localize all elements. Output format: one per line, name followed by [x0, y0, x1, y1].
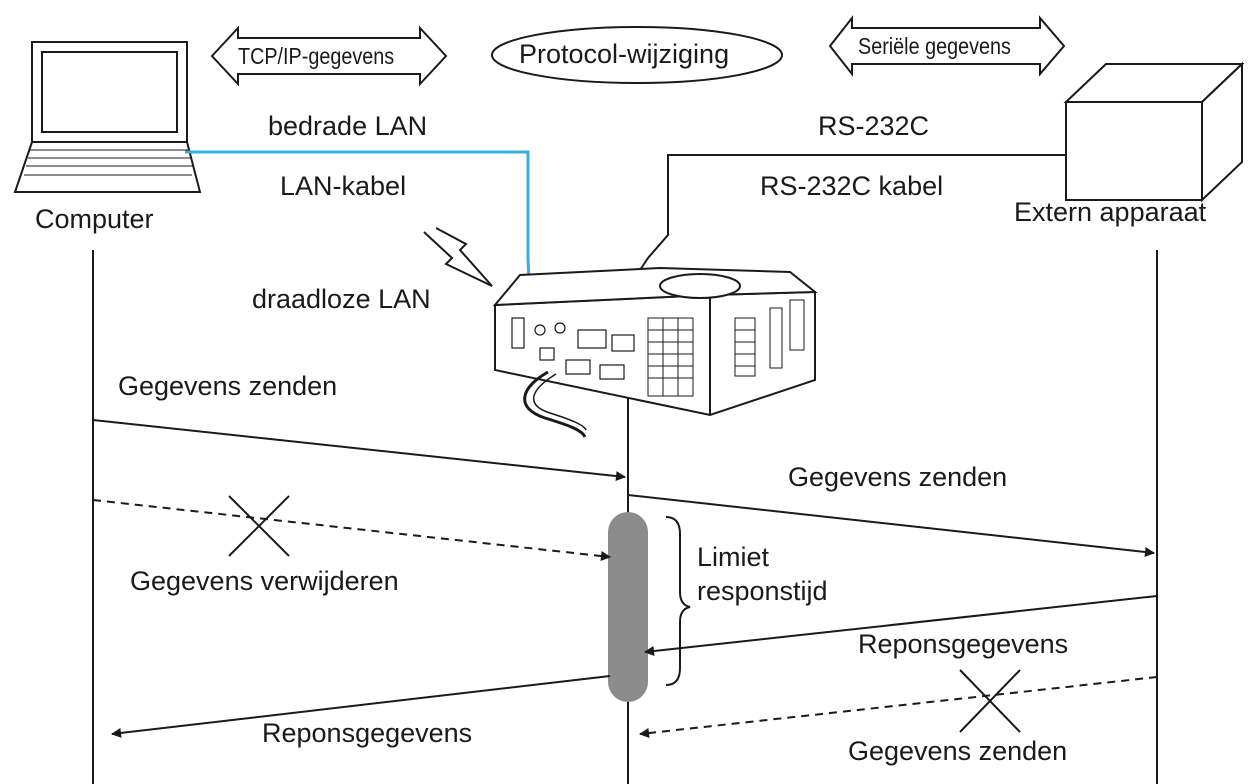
wireless-lan-label: draadloze LAN — [252, 284, 431, 314]
tcpip-data-label: TCP/IP-gegevens — [238, 43, 395, 69]
external-device-label: Extern apparaat — [1014, 197, 1207, 227]
x-mark-icon — [228, 495, 290, 557]
laptop-icon — [13, 41, 202, 193]
serial-data-label: Seriële gegevens — [858, 33, 1011, 59]
tcpip-double-arrow — [210, 25, 448, 87]
send-data-label-projector: Gegevens zenden — [788, 462, 1008, 492]
send-arrow-projector-to-device — [627, 494, 1155, 557]
response-data-label-computer: Reponsgegevens — [262, 718, 473, 748]
response-data-label-device: Reponsgegevens — [858, 629, 1069, 659]
computer-label: Computer — [35, 204, 154, 234]
lan-cable-label: LAN-kabel — [280, 171, 407, 201]
protocol-change-ellipse — [491, 26, 783, 84]
protocol-change-label: Protocol-wijziging — [519, 39, 730, 69]
late-send-data-label: Gegevens zenden — [848, 736, 1068, 766]
response-limit-brace — [665, 516, 691, 686]
send-arrow-computer-to-projector — [92, 419, 626, 482]
send-data-label-computer: Gegevens zenden — [118, 371, 338, 401]
late-send-arrow — [639, 676, 1158, 738]
serial-double-arrow — [828, 15, 1066, 77]
response-limit-label-line2: responstijd — [697, 576, 828, 606]
wired-lan-label: bedrade LAN — [268, 111, 428, 141]
box-device-icon — [1063, 61, 1245, 203]
dropped-send-arrow — [92, 499, 611, 561]
x-mark-icon — [959, 669, 1021, 733]
lightning-icon — [423, 227, 493, 287]
delete-data-label: Gegevens verwijderen — [130, 566, 399, 596]
response-limit-label-line1: Limiet — [697, 542, 770, 572]
response-arrow-projector-to-computer — [111, 675, 611, 738]
projector-icon — [492, 266, 818, 438]
timeout-bar — [608, 512, 648, 702]
rs232c-label: RS-232C — [818, 111, 930, 141]
response-arrow-device-to-projector — [644, 595, 1158, 656]
rs232c-cable-label: RS-232C kabel — [760, 171, 944, 201]
